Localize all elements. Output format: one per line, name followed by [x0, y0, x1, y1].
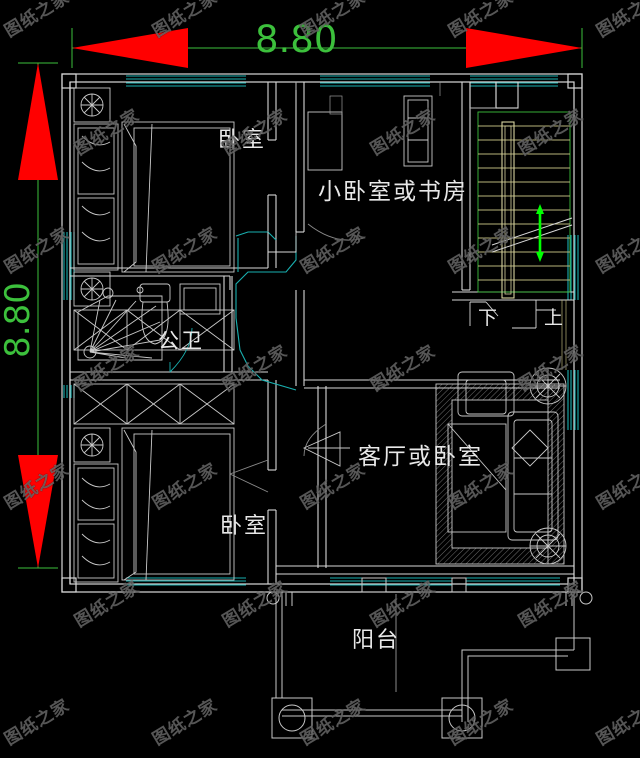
small-bedroom-furniture	[307, 95, 433, 241]
living-room-furniture	[302, 367, 567, 565]
detail-lines	[295, 82, 567, 370]
interior-walls	[70, 81, 574, 584]
dimension-left-value: 8.80	[0, 282, 38, 358]
dimension-arrow-top-left	[18, 63, 58, 180]
dimension-top-value: 8.80	[255, 18, 338, 61]
column-right	[441, 697, 483, 739]
balcony-area	[266, 577, 593, 739]
column-left	[271, 697, 313, 739]
corridor-door-opening	[267, 232, 297, 253]
room-label-bedroom-bottom-left: 卧室	[220, 514, 269, 539]
stair-direction-down-label: 下	[478, 307, 500, 329]
bedroom-bottom-left-furniture	[73, 383, 269, 583]
stair-direction-up-label: 上	[544, 307, 566, 329]
room-label-small-bedroom-study: 小卧室或书房	[318, 179, 468, 205]
central-corridor	[235, 231, 297, 391]
room-label-living-or-bedroom: 客厅或卧室	[358, 444, 483, 470]
dimension-arrow-right-top	[466, 28, 582, 68]
dimension-arrow-left-top	[72, 28, 188, 68]
room-label-balcony: 阳台	[352, 628, 401, 653]
floor-drain-icon	[102, 287, 114, 299]
room-label-public-bathroom: 公卫	[158, 329, 204, 353]
bedroom-top-left-furniture	[73, 87, 235, 351]
exterior-walls	[61, 73, 583, 593]
dimension-left	[18, 62, 58, 569]
bathroom-fixtures	[77, 283, 221, 373]
staircase	[469, 111, 573, 329]
dimension-arrow-bottom-left	[18, 455, 58, 568]
dimension-top	[71, 28, 583, 68]
windows	[63, 75, 579, 586]
room-label-bedroom-top-left: 卧室	[218, 128, 267, 153]
